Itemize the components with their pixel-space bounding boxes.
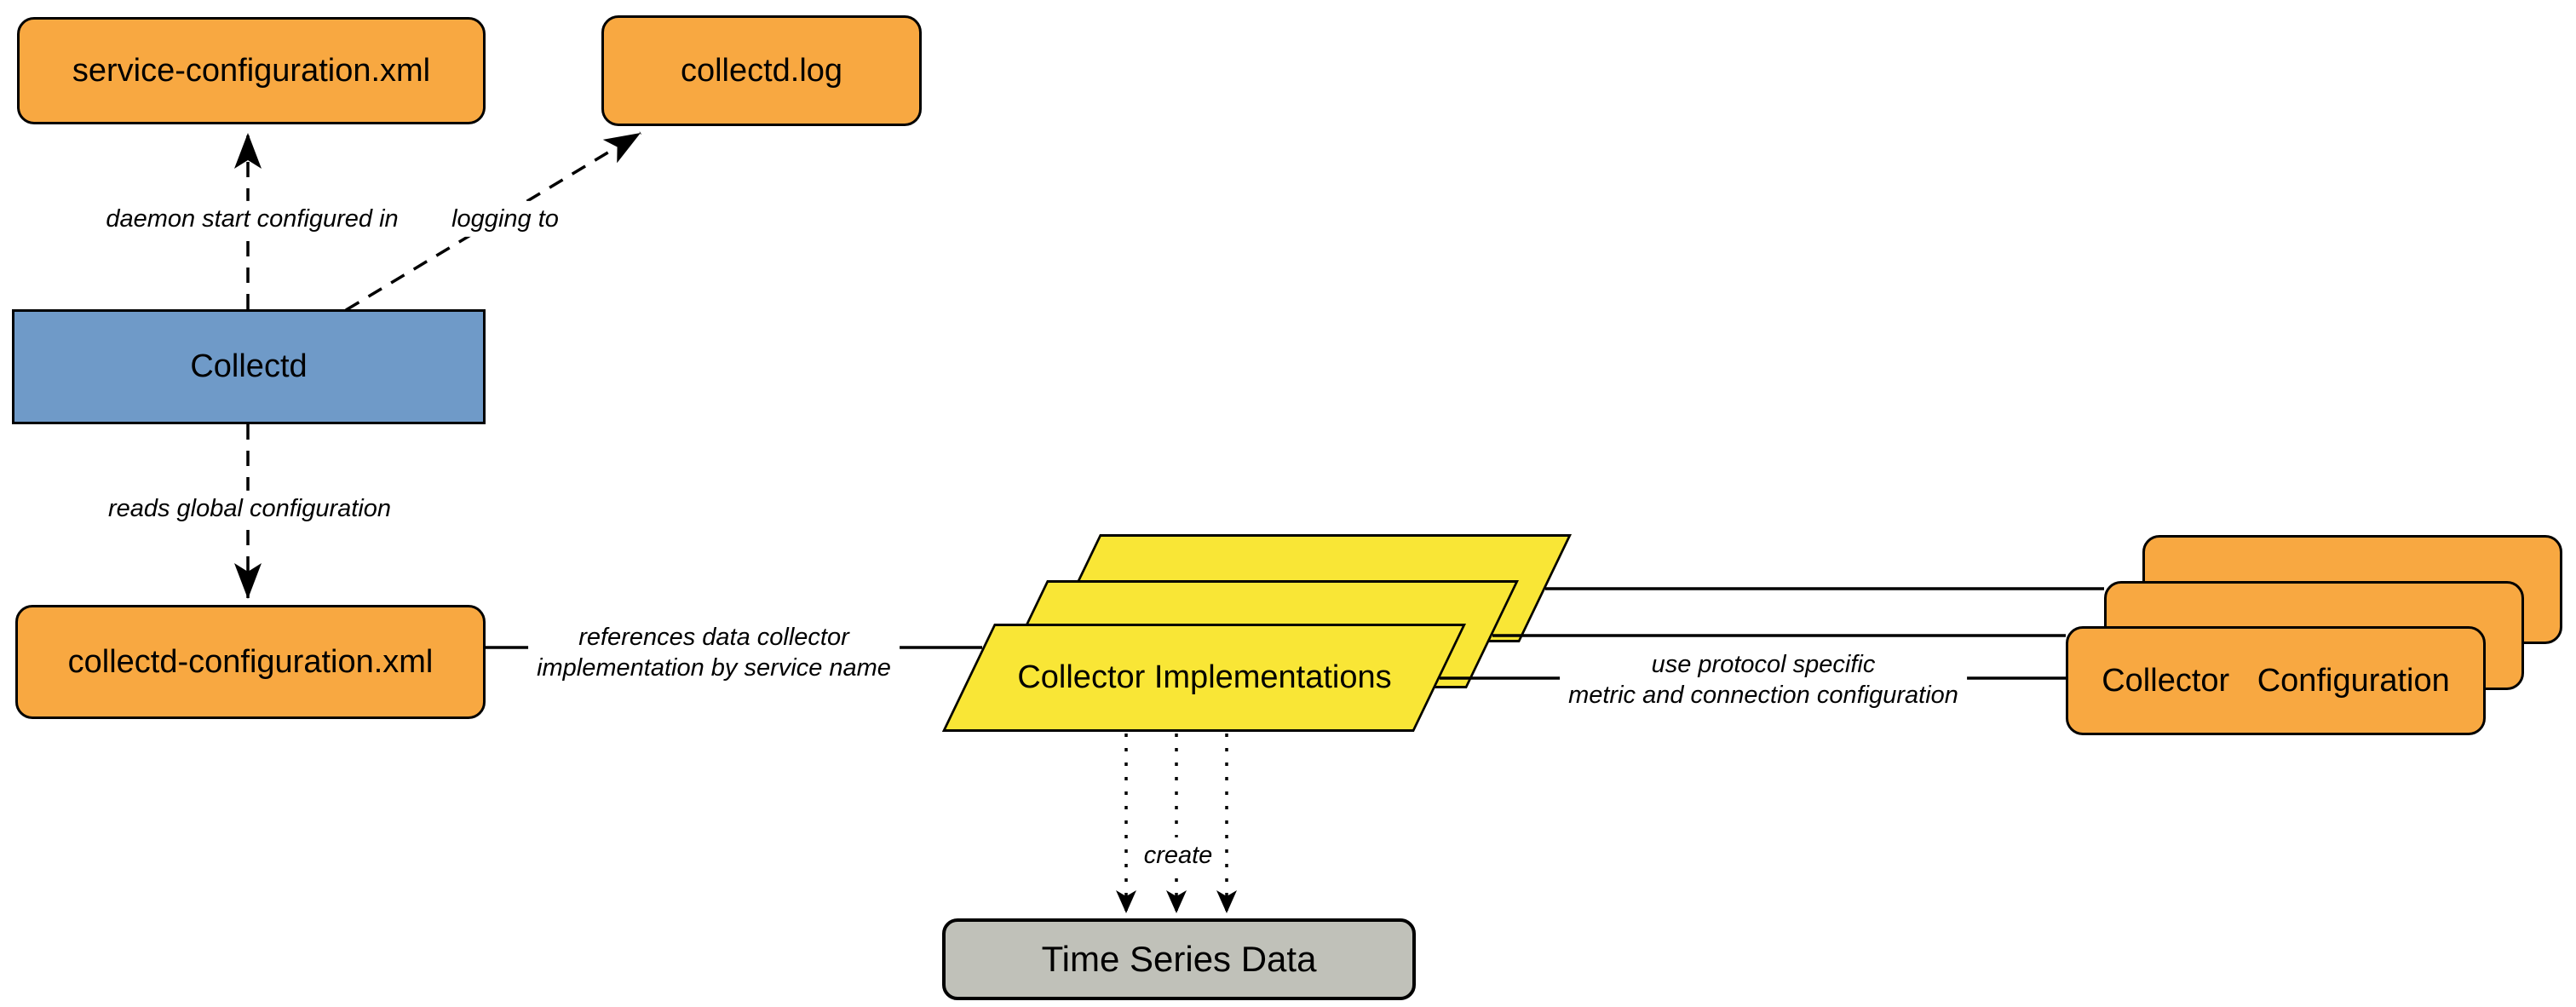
edge-label-use-protocol-line2: metric and connection configuration [1568,682,1958,709]
edge-label-use-protocol-line1: use protocol specific [1651,650,1876,678]
node-service-configuration-xml: service-configuration.xml [17,17,486,124]
edge-label-references-line2: implementation by service name [537,654,891,682]
edge-label-references: references data collector implementation… [528,619,900,687]
edge-label-create: create [1135,837,1222,874]
node-collector-configuration: Collector Configuration [2066,626,2486,735]
edge-label-daemon-start: daemon start configured in [97,200,407,238]
node-collectd-log: collectd.log [601,15,922,126]
edge-label-logging-to: logging to [443,200,567,238]
node-collector-implementations-label: Collector Implementations [1017,659,1392,695]
edge-label-references-line1: references data collector [578,623,849,651]
node-time-series-data: Time Series Data [942,918,1416,1000]
edge-label-use-protocol: use protocol specific metric and connect… [1560,646,1967,714]
node-collectd: Collectd [12,309,486,424]
node-collectd-configuration-xml: collectd-configuration.xml [15,605,486,719]
edge-label-reads-global: reads global configuration [99,490,400,527]
